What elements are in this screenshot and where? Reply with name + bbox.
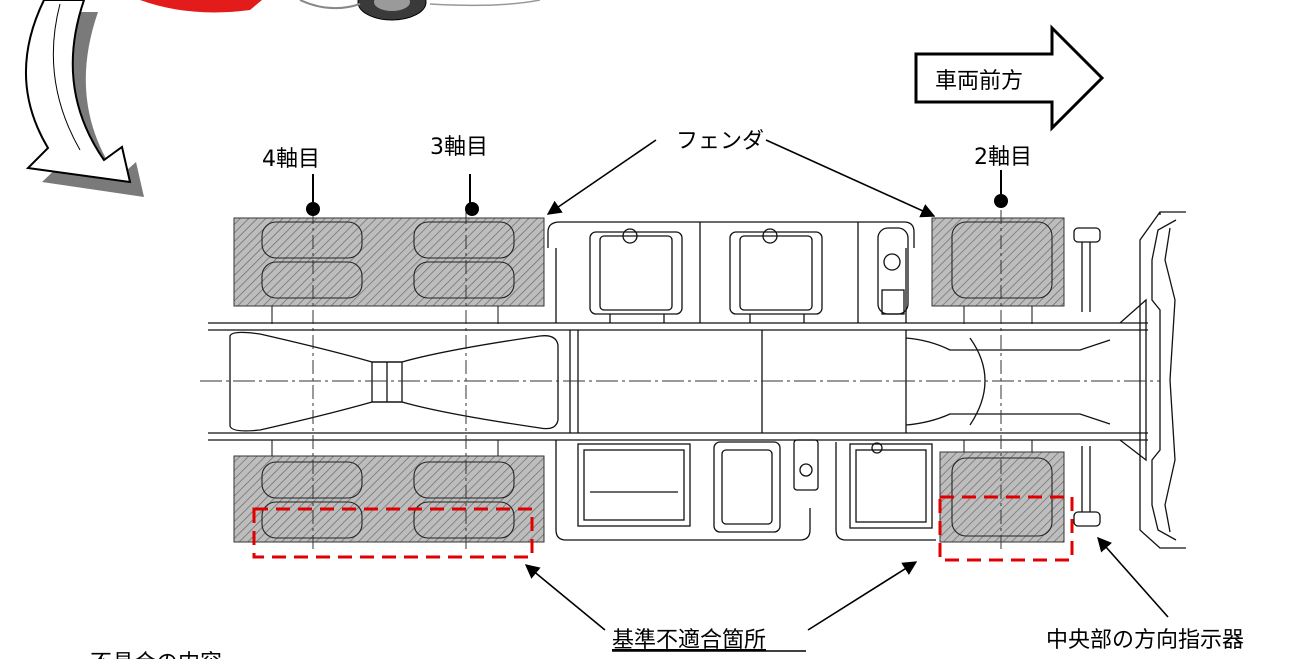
- nonconforming-highlights: [252, 495, 1074, 562]
- direction-label: 車両前方: [935, 69, 1023, 94]
- curved-arrow-icon: [24, 0, 144, 197]
- axle2-label: 2軸目: [974, 145, 1032, 170]
- nonconforming-box-front: [938, 495, 1074, 562]
- lower-rear-wheel-guard: [233, 440, 545, 543]
- fender-label: フェンダ: [676, 129, 764, 154]
- lower-equipment: [555, 439, 936, 541]
- axle3-label: 3軸目: [430, 135, 488, 160]
- front-post-assemblies: [1073, 227, 1101, 527]
- vehicle-front-direction-arrow: 車両前方: [914, 24, 1105, 132]
- nonconforming-leaders: [524, 561, 918, 631]
- nonconforming-label: 基準不適合箇所: [612, 628, 766, 653]
- defect-heading: 不具合の内容: [90, 651, 222, 659]
- nonconforming-box-rear: [252, 507, 534, 559]
- chassis-frame: [208, 298, 1148, 462]
- upper-equipment: [547, 221, 915, 323]
- axle-lines: [312, 210, 1002, 552]
- lower-front-wheel-guard: [939, 440, 1065, 543]
- fender-leaders: [546, 139, 936, 218]
- top-cropped-vehicle-image: [140, 0, 541, 21]
- axle-markers: [306, 170, 1008, 216]
- turn-signal-label: 中央部の方向指示器: [1046, 628, 1244, 653]
- upper-front-wheel-guard: [931, 217, 1065, 324]
- upper-rear-wheel-guard: [233, 217, 545, 324]
- cab-outline: [1139, 211, 1186, 549]
- axle4-label: 4軸目: [262, 147, 320, 172]
- turn-signal-leader: [1097, 536, 1169, 618]
